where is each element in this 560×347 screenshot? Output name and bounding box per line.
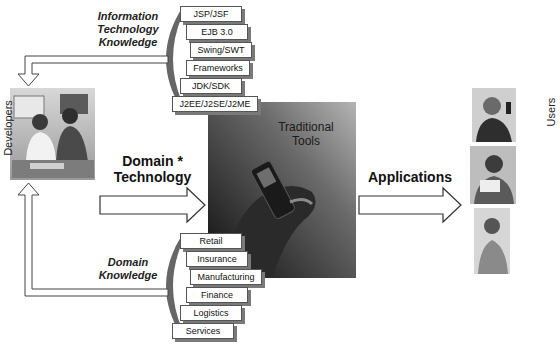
- card-label: Services: [173, 324, 233, 338]
- card-label: Swing/SWT: [191, 43, 251, 57]
- card-label: Manufacturing: [191, 270, 261, 284]
- block-arrow: [359, 188, 461, 222]
- knowledge-label: Domain Knowledge: [92, 256, 164, 282]
- users-photos: [470, 88, 516, 274]
- card-label: Frameworks: [187, 61, 249, 75]
- knowledge-card: Logistics: [180, 305, 242, 321]
- arrow-label: Applications: [359, 169, 461, 185]
- card-label: JDK/SDK: [181, 79, 241, 93]
- knowledge-card: EJB 3.0: [186, 24, 248, 40]
- card-label: JSP/JSF: [181, 7, 241, 21]
- knowledge-arc: [166, 235, 182, 337]
- knowledge-card: JDK/SDK: [180, 78, 242, 94]
- card-label: J2EE/J2SE/J2ME: [173, 97, 257, 111]
- actor-group: Developers: [0, 85, 97, 225]
- knowledge-card: J2EE/J2SE/J2ME: [172, 96, 258, 112]
- arrow-label: Domain * Technology: [100, 153, 205, 185]
- knowledge-card: JSP/JSF: [180, 6, 242, 22]
- actor-label: Users: [545, 72, 557, 152]
- knowledge-card: Frameworks: [186, 60, 250, 76]
- card-label: Insurance: [187, 252, 247, 266]
- card-label: Retail: [181, 234, 241, 248]
- card-label: Finance: [187, 288, 247, 302]
- tools-label: Traditional Tools: [264, 120, 348, 148]
- knowledge-card: Swing/SWT: [190, 42, 252, 58]
- knowledge-card: Manufacturing: [190, 269, 262, 285]
- actor-label: Developers: [2, 88, 14, 168]
- developers-photo: [10, 88, 95, 180]
- knowledge-label: Information Technology Knowledge: [92, 10, 164, 49]
- knowledge-card: Insurance: [186, 251, 248, 267]
- card-label: EJB 3.0: [187, 25, 247, 39]
- actor-group: Users: [464, 84, 560, 278]
- block-arrow: [100, 188, 205, 222]
- tools-box: Traditional Tools: [208, 102, 356, 278]
- knowledge-card: Retail: [180, 233, 242, 249]
- knowledge-arrow: [18, 56, 168, 86]
- knowledge-card: Services: [172, 323, 234, 339]
- card-label: Logistics: [181, 306, 241, 320]
- knowledge-card: Finance: [186, 287, 248, 303]
